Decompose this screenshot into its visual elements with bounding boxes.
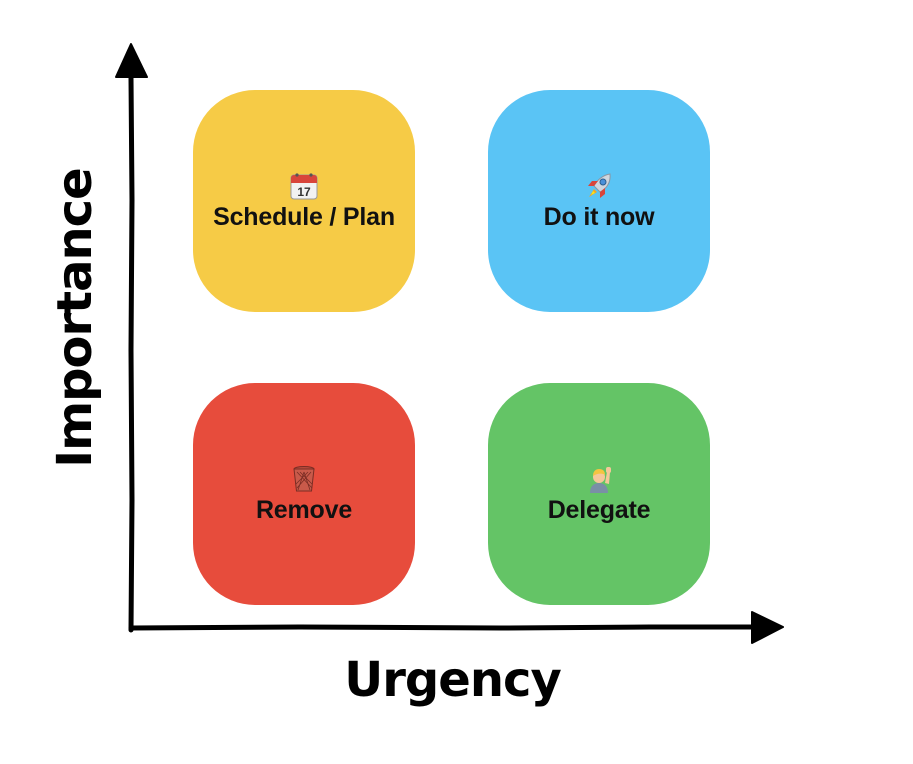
y-axis-title: Importance	[47, 168, 103, 468]
person-raising-hand-icon	[590, 466, 611, 493]
quadrant-label: Do it now	[543, 202, 655, 231]
rocket-icon	[588, 172, 611, 198]
y-axis-line	[128, 75, 135, 633]
quadrant-schedule: 17 Schedule / Plan	[193, 90, 415, 312]
x-axis-line	[128, 624, 760, 631]
quadrant-label: Schedule / Plan	[213, 202, 395, 231]
quadrant-remove: Remove	[193, 383, 415, 605]
y-axis-arrow-icon	[115, 43, 148, 78]
quadrant-label: Remove	[255, 495, 353, 524]
wastebasket-icon	[293, 465, 315, 491]
quadrant-do-now: Do it now	[488, 90, 710, 312]
calendar-icon: 17	[290, 172, 318, 199]
x-axis-title: Urgency	[344, 652, 561, 708]
svg-text:17: 17	[297, 185, 311, 199]
quadrant-delegate: Delegate	[488, 383, 710, 605]
x-axis-arrow-icon	[751, 611, 784, 644]
quadrant-label: Delegate	[547, 495, 651, 524]
